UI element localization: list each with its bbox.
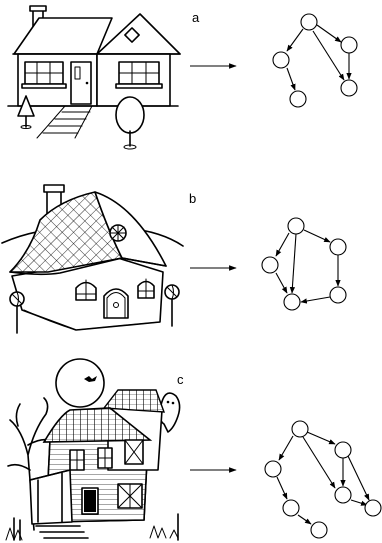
graph-c-node bbox=[282, 499, 300, 517]
graph-b-edge bbox=[289, 233, 297, 294]
graph-a-node bbox=[340, 36, 358, 54]
panel-b: b bbox=[1, 184, 347, 334]
graph-a-node bbox=[272, 51, 290, 69]
graph-c-node bbox=[334, 486, 352, 504]
graph-c-edge bbox=[347, 455, 370, 501]
graph-a-node bbox=[300, 13, 318, 31]
graph-a-edge bbox=[286, 67, 296, 91]
graph-b-edge bbox=[300, 296, 331, 304]
graph-c-node bbox=[264, 460, 282, 478]
graph-b bbox=[261, 217, 347, 311]
panel-label-c: c bbox=[177, 372, 184, 387]
haunted-house-illustration bbox=[5, 358, 181, 541]
graph-a-edge bbox=[312, 30, 345, 81]
panel-c: c bbox=[5, 358, 382, 541]
graph-b-edge bbox=[275, 232, 290, 257]
panel-a: a bbox=[7, 5, 358, 150]
graph-c-node bbox=[291, 420, 309, 438]
graph-b-edge bbox=[303, 229, 331, 243]
graph-a-node bbox=[340, 79, 358, 97]
graph-c-edge bbox=[306, 431, 336, 445]
graph-b-node bbox=[329, 238, 347, 256]
graph-c-node bbox=[334, 441, 352, 459]
graph-c-edge bbox=[297, 514, 312, 525]
panel-label-b: b bbox=[189, 191, 196, 206]
graph-b-node bbox=[329, 286, 347, 304]
graph-b-node bbox=[283, 293, 301, 311]
graph-c-edge bbox=[278, 435, 294, 461]
graph-c bbox=[264, 420, 382, 539]
graph-a-edge bbox=[316, 24, 342, 43]
graph-b-edge bbox=[275, 272, 288, 294]
graph-a bbox=[272, 13, 358, 108]
graph-a-edge bbox=[286, 28, 304, 52]
graph-a-node bbox=[289, 90, 307, 108]
panel-label-a: a bbox=[192, 10, 200, 25]
graph-b-node bbox=[287, 217, 305, 235]
graph-c-edge bbox=[276, 476, 288, 500]
simple-house-illustration bbox=[7, 5, 181, 150]
graph-c-edge bbox=[350, 499, 368, 506]
graph-c-node bbox=[310, 521, 328, 539]
graph-c-edge bbox=[302, 436, 336, 489]
candy-house-illustration bbox=[1, 184, 184, 334]
graph-b-node bbox=[261, 256, 279, 274]
graph-c-node bbox=[364, 499, 382, 517]
